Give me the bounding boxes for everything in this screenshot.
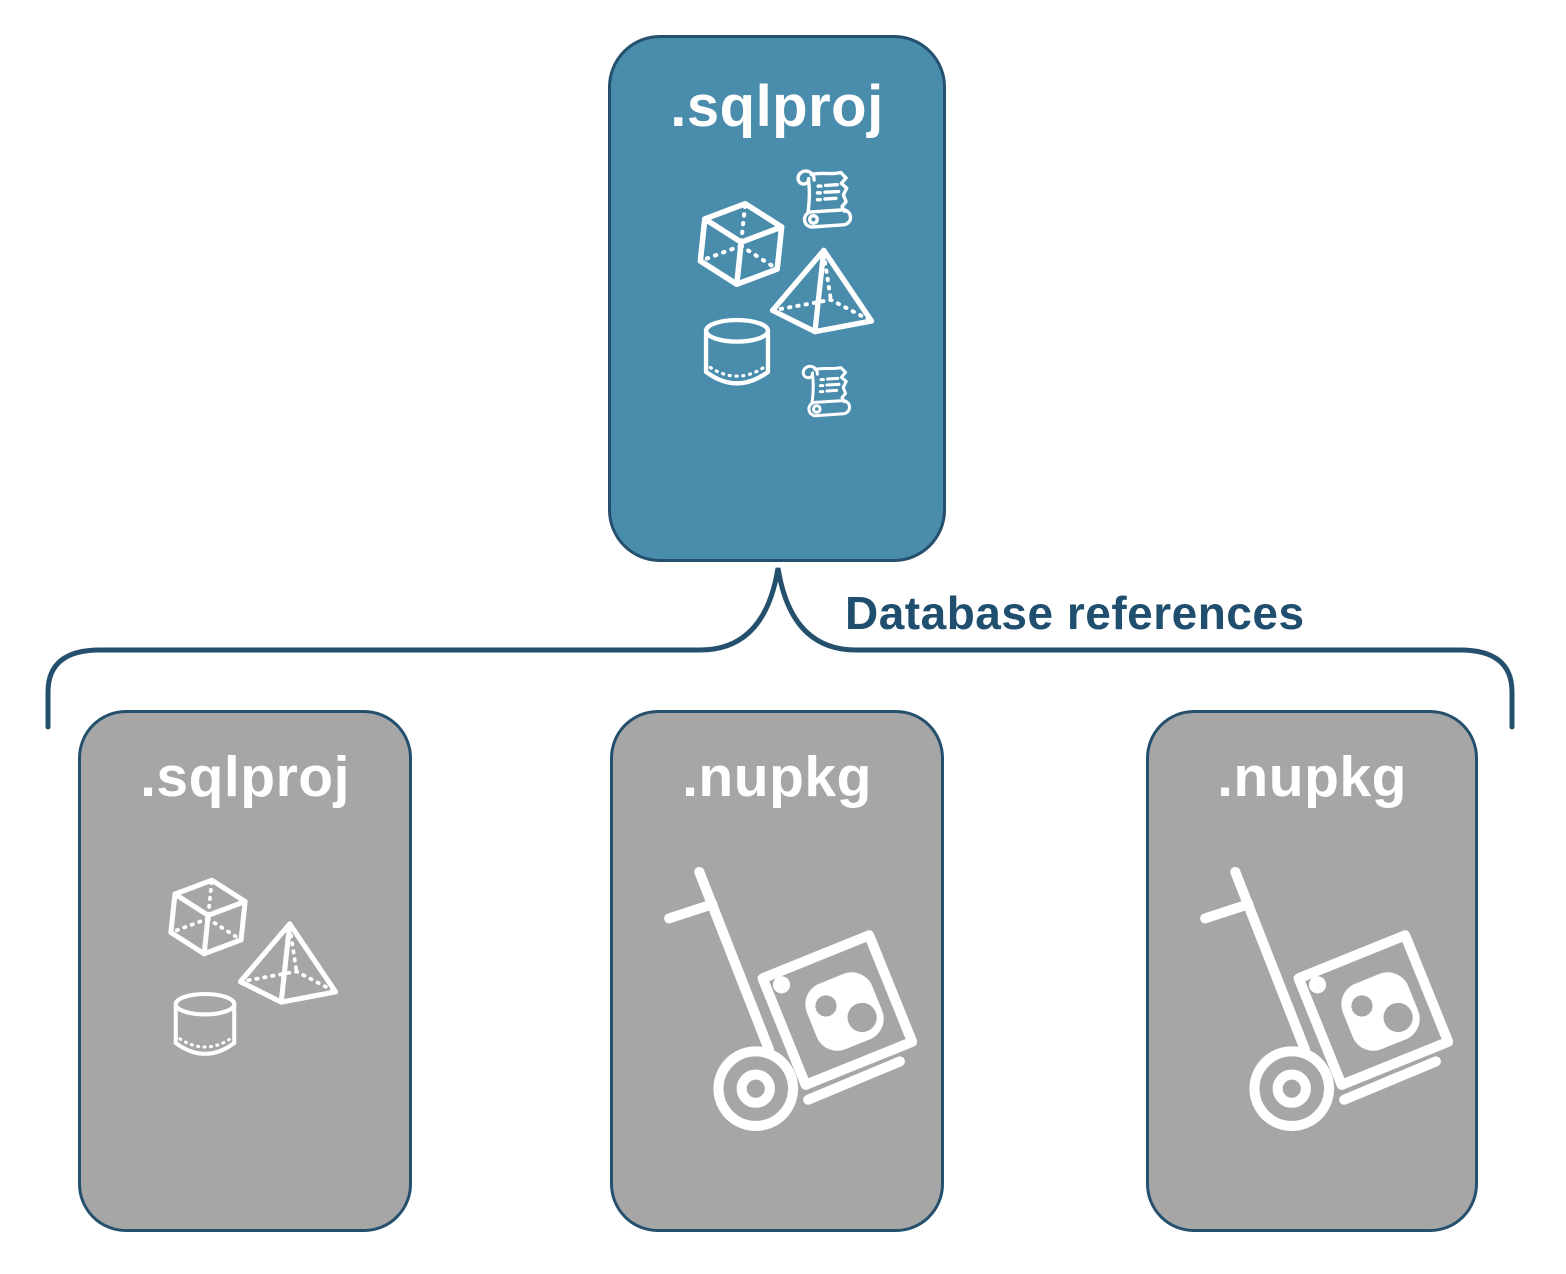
scroll-icon xyxy=(801,364,851,418)
node-child-nupkg-2: .nupkg xyxy=(1146,710,1478,1232)
connector-label: Database references xyxy=(845,587,1305,639)
pyramid-icon xyxy=(769,247,875,335)
pyramid-icon xyxy=(237,921,339,1005)
node-label: .sqlproj xyxy=(140,745,350,809)
hand-truck-package-icon xyxy=(1200,866,1453,1131)
node-label: .nupkg xyxy=(682,745,872,809)
node-root-sqlproj: .sqlproj xyxy=(608,35,946,562)
cylinder-icon xyxy=(703,317,771,386)
curly-brace-connector xyxy=(45,567,1515,730)
cylinder-icon xyxy=(173,991,237,1056)
cube-icon xyxy=(697,200,785,288)
hand-truck-package-icon xyxy=(664,866,917,1131)
cube-icon xyxy=(168,877,248,957)
node-label: .nupkg xyxy=(1217,745,1407,809)
node-label: .sqlproj xyxy=(670,74,884,139)
node-child-nupkg-1: .nupkg xyxy=(610,710,944,1232)
scroll-icon xyxy=(796,169,853,229)
node-child-sqlproj: .sqlproj xyxy=(78,710,412,1232)
